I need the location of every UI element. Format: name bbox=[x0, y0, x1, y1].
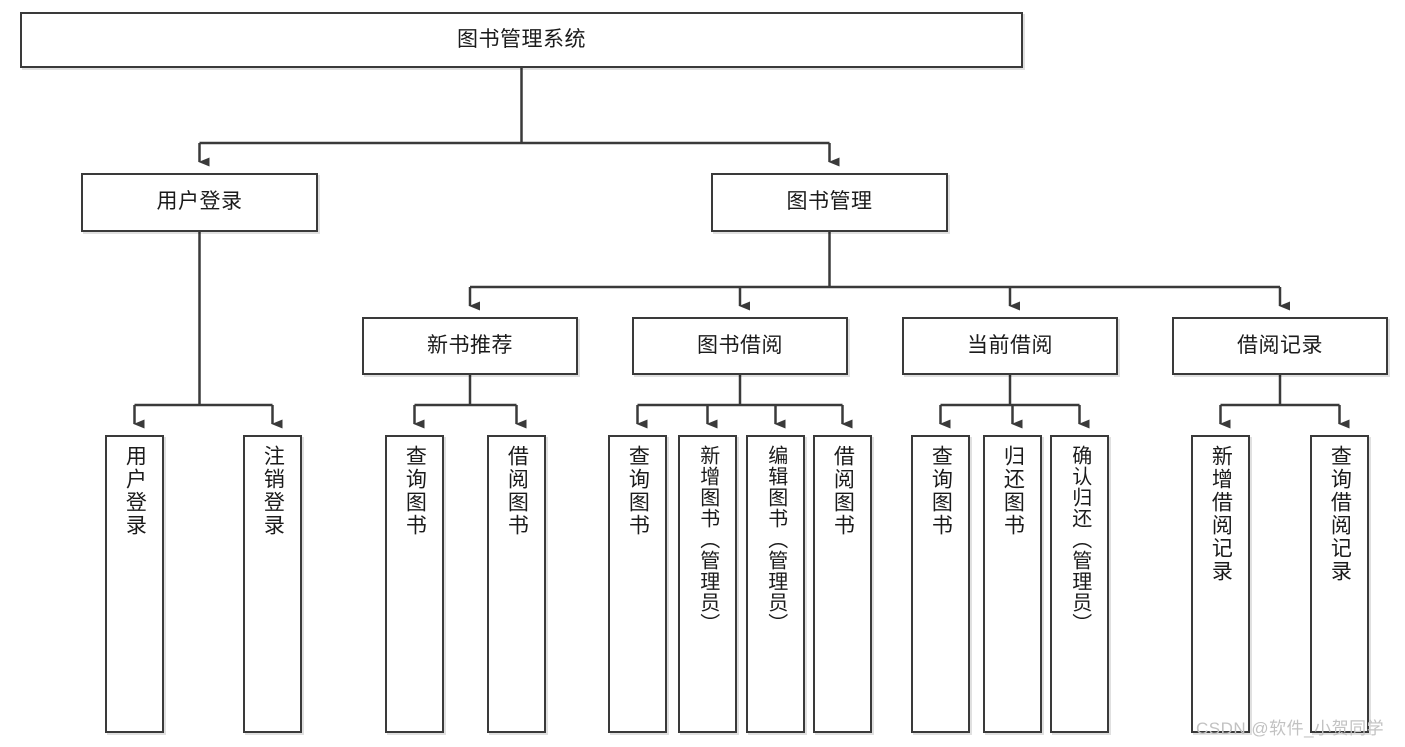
node-label: 用户登录 bbox=[123, 445, 147, 537]
node-label: 借阅图书 bbox=[831, 445, 855, 537]
node-leaf-borrow-book-2[interactable]: 借阅图书 bbox=[813, 435, 872, 733]
node-label: 注销登录 bbox=[261, 445, 285, 537]
node-leaf-edit-book[interactable]: 编辑图书（管理员） bbox=[746, 435, 805, 733]
node-leaf-query-book-2[interactable]: 查询图书 bbox=[608, 435, 667, 733]
node-label: 查询图书 bbox=[929, 445, 953, 537]
watermark-label: CSDN @软件_小贺同学 bbox=[1196, 719, 1385, 738]
node-label: 归还图书 bbox=[1001, 445, 1025, 537]
node-label: 查询图书 bbox=[626, 445, 650, 537]
node-leaf-user-login[interactable]: 用户登录 bbox=[105, 435, 164, 733]
node-label: 编辑图书（管理员） bbox=[764, 445, 787, 634]
node-new-book-rec[interactable]: 新书推荐 bbox=[362, 317, 578, 375]
node-leaf-query-record[interactable]: 查询借阅记录 bbox=[1310, 435, 1369, 733]
node-label: 图书借阅 bbox=[697, 333, 783, 357]
node-label: 新书推荐 bbox=[427, 333, 513, 357]
node-label: 借阅记录 bbox=[1237, 333, 1323, 357]
node-label: 新增借阅记录 bbox=[1209, 445, 1233, 583]
node-book-borrow[interactable]: 图书借阅 bbox=[632, 317, 848, 375]
node-leaf-confirm-return[interactable]: 确认归还（管理员） bbox=[1050, 435, 1109, 733]
node-label: 查询图书 bbox=[403, 445, 427, 537]
node-leaf-query-book-1[interactable]: 查询图书 bbox=[385, 435, 444, 733]
node-leaf-return-book[interactable]: 归还图书 bbox=[983, 435, 1042, 733]
node-leaf-borrow-book-1[interactable]: 借阅图书 bbox=[487, 435, 546, 733]
node-root[interactable]: 图书管理系统 bbox=[20, 12, 1023, 68]
node-leaf-query-book-3[interactable]: 查询图书 bbox=[911, 435, 970, 733]
node-book-manage[interactable]: 图书管理 bbox=[711, 173, 948, 232]
node-borrow-record[interactable]: 借阅记录 bbox=[1172, 317, 1388, 375]
node-leaf-user-logout[interactable]: 注销登录 bbox=[243, 435, 302, 733]
node-label: 借阅图书 bbox=[505, 445, 529, 537]
node-label: 新增图书（管理员） bbox=[696, 445, 719, 634]
node-leaf-add-book[interactable]: 新增图书（管理员） bbox=[678, 435, 737, 733]
node-label: 用户登录 bbox=[156, 190, 243, 214]
node-label: 图书管理 bbox=[786, 190, 873, 214]
node-label: 图书管理系统 bbox=[457, 27, 586, 51]
node-leaf-add-record[interactable]: 新增借阅记录 bbox=[1191, 435, 1250, 733]
node-user-login[interactable]: 用户登录 bbox=[81, 173, 318, 232]
node-label: 当前借阅 bbox=[967, 333, 1053, 357]
node-label: 确认归还（管理员） bbox=[1068, 445, 1091, 634]
node-label: 查询借阅记录 bbox=[1328, 445, 1352, 583]
node-current-borrow[interactable]: 当前借阅 bbox=[902, 317, 1118, 375]
